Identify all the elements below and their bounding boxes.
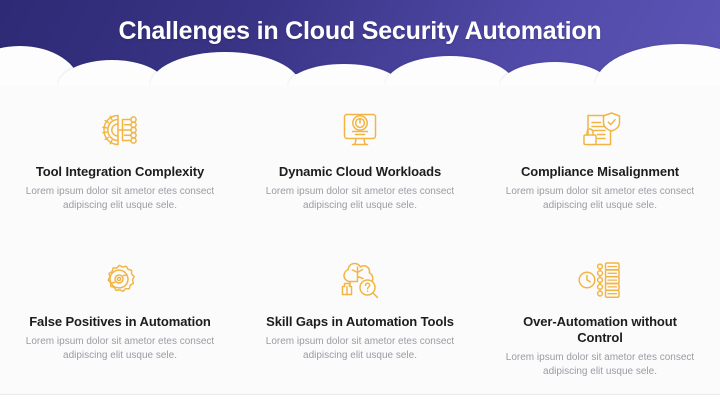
bottom-edge-strip: [0, 394, 720, 405]
cloud-puff: [288, 64, 400, 86]
brain-magnifier-question-icon: [334, 256, 386, 304]
card-title: False Positives in Automation: [29, 314, 211, 329]
cloud-puff: [500, 62, 610, 86]
card-description: Lorem ipsum dolor sit ametor etes consec…: [25, 336, 215, 361]
page-title: Challenges in Cloud Security Automation: [118, 17, 602, 45]
monitor-gauge-icon: [334, 106, 386, 154]
header-banner: Challenges in Cloud Security Automation: [0, 0, 720, 86]
challenge-card: False Positives in Automation Lorem ipsu…: [0, 242, 240, 392]
card-description: Lorem ipsum dolor sit ametor etes consec…: [25, 186, 215, 211]
document-shield-lock-icon: [574, 106, 626, 154]
challenge-card: Compliance Misalignment Lorem ipsum dolo…: [480, 92, 720, 242]
challenge-card: Dynamic Cloud Workloads Lorem ipsum dolo…: [240, 92, 480, 242]
challenge-card: Over-Automation without Control Lorem ip…: [480, 242, 720, 392]
card-title: Over-Automation without Control: [523, 314, 677, 345]
challenge-card: Skill Gaps in Automation Tools Lorem ips…: [240, 242, 480, 392]
cloud-puff: [150, 52, 300, 86]
card-description: Lorem ipsum dolor sit ametor etes consec…: [505, 352, 695, 377]
cloud-scallop-decoration: [0, 36, 720, 86]
card-description: Lorem ipsum dolor sit ametor etes consec…: [505, 186, 695, 211]
challenge-card: Tool Integration Complexity Lorem ipsum …: [0, 92, 240, 242]
card-title: Skill Gaps in Automation Tools: [266, 314, 454, 329]
cloud-puff: [595, 44, 720, 86]
card-title: Compliance Misalignment: [520, 164, 680, 179]
card-description: Lorem ipsum dolor sit ametor etes consec…: [265, 186, 455, 211]
card-title: Tool Integration Complexity: [35, 164, 205, 179]
card-description: Lorem ipsum dolor sit ametor etes consec…: [265, 336, 455, 361]
cloud-puff: [385, 56, 515, 86]
gear-refresh-icon: [94, 256, 146, 304]
challenges-grid: Tool Integration Complexity Lorem ipsum …: [0, 92, 720, 392]
card-title: Dynamic Cloud Workloads: [278, 164, 442, 179]
gear-circuit-icon: [94, 106, 146, 154]
clock-timeline-icon: [574, 256, 626, 304]
